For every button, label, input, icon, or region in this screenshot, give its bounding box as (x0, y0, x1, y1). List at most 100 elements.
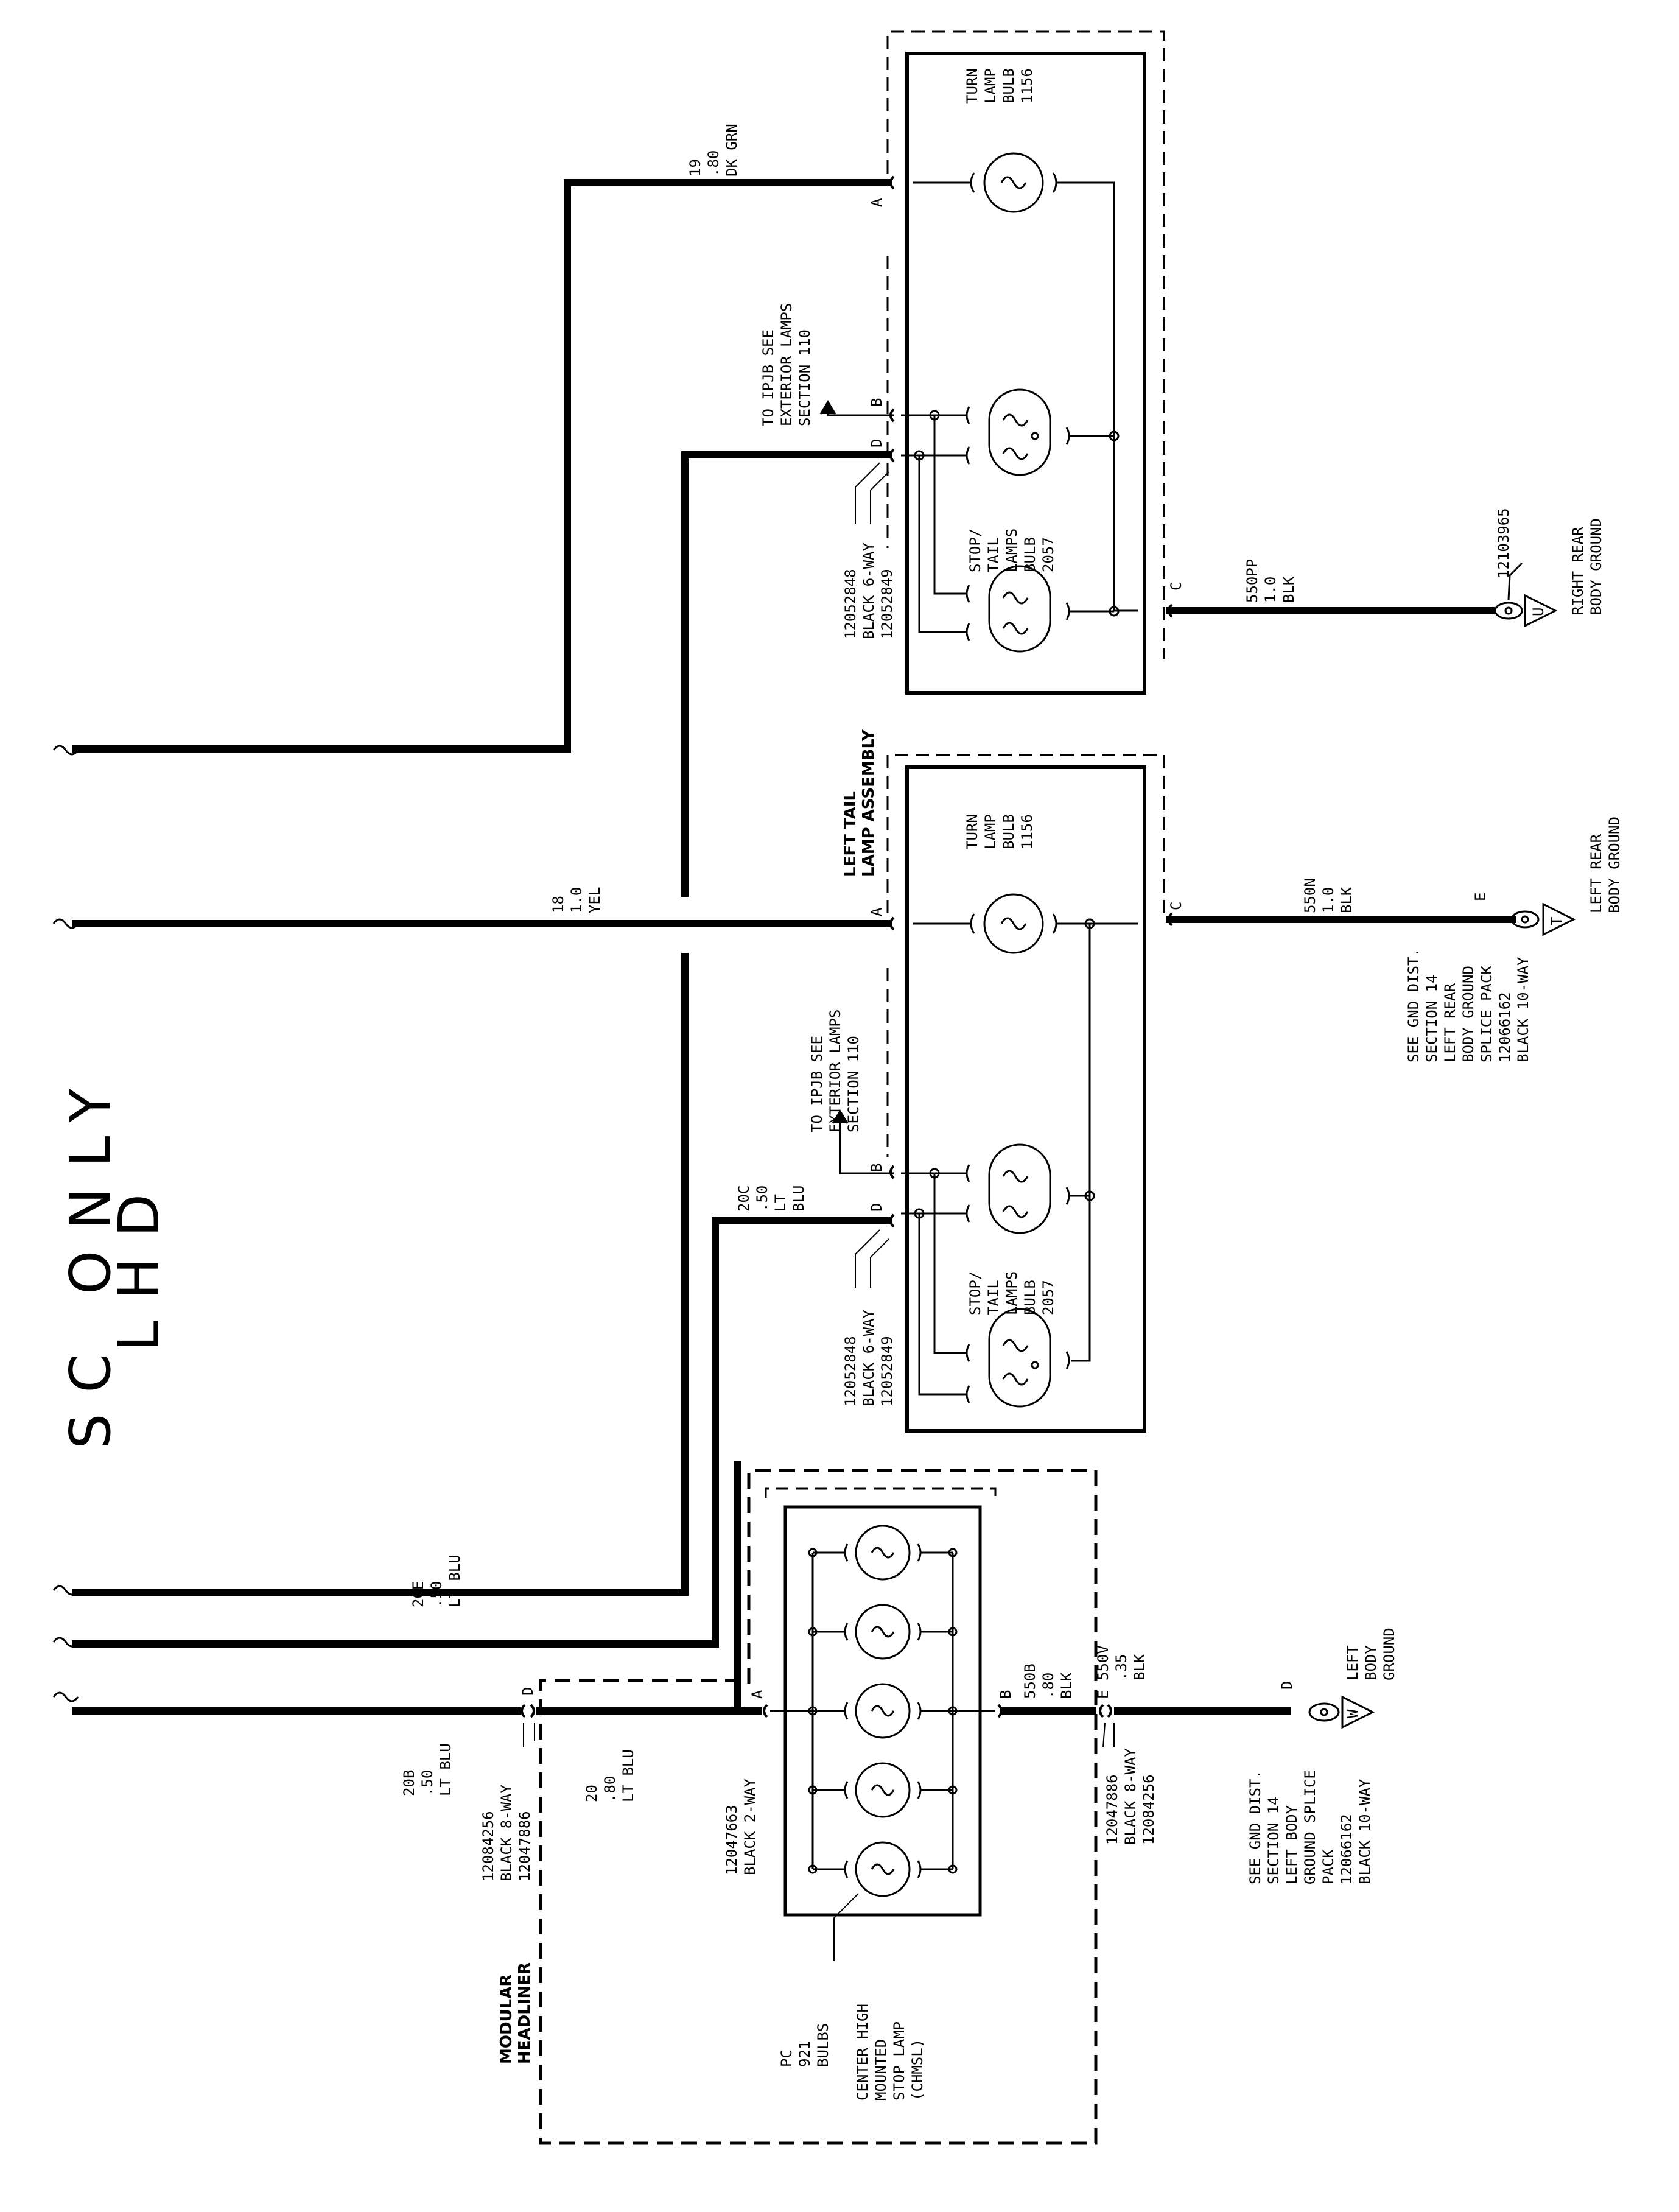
svg-text:BLK: BLK (1131, 1654, 1148, 1680)
svg-text:SEE GND DIST.: SEE GND DIST. (1405, 948, 1422, 1062)
svg-text:BULB: BULB (1000, 68, 1017, 104)
svg-text:12052848: 12052848 (842, 569, 859, 639)
svg-text:LEFT REAR: LEFT REAR (1588, 834, 1605, 913)
svg-text:STOP LAMP: STOP LAMP (891, 2021, 908, 2101)
rt-connector-6way-label: 12052848 BLACK 6-WAY 12052849 (842, 542, 896, 639)
svg-text:12066162: 12066162 (1338, 1814, 1355, 1884)
ground-d-pin: D (1278, 1681, 1295, 1690)
svg-text:BLACK 6-WAY: BLACK 6-WAY (860, 1310, 877, 1406)
wire-20c-label: 20C .50 LT BLU (735, 1185, 807, 1212)
wire-550b-label: 550B .80 BLK (1022, 1663, 1075, 1699)
svg-text:1156: 1156 (1018, 68, 1036, 104)
lt-pin-b: B (868, 1164, 885, 1172)
svg-text:BULB: BULB (1000, 814, 1017, 849)
svg-text:.35: .35 (1113, 1654, 1130, 1680)
right-tail-lamp-assembly: A B D C TURN LAMP BULB 1156 (687, 30, 1297, 695)
connector-8way-a-label: 12084256 BLACK 8-WAY 12047886 (480, 1785, 533, 1881)
left-body-ground-label: LEFT BODY GROUND (1344, 1627, 1398, 1680)
gnd-note-lower: SEE GND DIST. SECTION 14 LEFT BODY GROUN… (1247, 1770, 1373, 1884)
svg-text:BLU: BLU (790, 1185, 807, 1212)
svg-text:BLK: BLK (1280, 576, 1297, 603)
wire-20e-lt-blu (72, 953, 689, 1596)
rt-stop-tail-label: STOP/ TAIL LAMPS BULB 2057 (967, 528, 1057, 572)
svg-text:TURN: TURN (964, 814, 981, 849)
svg-text:GROUND SPLICE: GROUND SPLICE (1302, 1770, 1319, 1884)
svg-text:GROUND: GROUND (1381, 1627, 1398, 1680)
left-tail-lamp-assembly: LEFT TAIL LAMP ASSEMBLY A B D C TURN LAM… (550, 729, 1355, 1433)
svg-text:TURN: TURN (964, 68, 981, 104)
svg-text:TAIL: TAIL (985, 1280, 1002, 1315)
lt-stop-tail-bulbs (901, 1143, 1095, 1408)
svg-text:LAMPS: LAMPS (1003, 1271, 1020, 1315)
rt-to-ipjb-arrow (819, 400, 894, 416)
svg-text:BODY GROUND: BODY GROUND (1606, 816, 1623, 913)
rt-pin-d: D (868, 439, 885, 448)
wire-19-dk-grn (72, 179, 892, 753)
chmsl-dashed-top (765, 1487, 997, 1498)
svg-text:BLK: BLK (1338, 887, 1355, 913)
left-rear-ground-label: LEFT REAR BODY GROUND (1588, 816, 1623, 913)
left-body-ground: W D LEFT BODY GROUND SEE GND DIST. SECTI… (1247, 1627, 1398, 1884)
svg-text:.80: .80 (1040, 1673, 1057, 1699)
svg-text:BULB: BULB (1022, 1280, 1039, 1315)
lt-pin-c: C (1168, 902, 1185, 910)
svg-text:LAMPS: LAMPS (1003, 528, 1020, 572)
right-rear-ground: U 12103965 RIGHT REAR BODY GROUND (1494, 508, 1605, 628)
svg-text:12066162: 12066162 (1496, 992, 1513, 1062)
lt-to-ipjb-arrow (832, 1109, 894, 1174)
chmsl-bulb (855, 1762, 911, 1818)
rt-to-ipjb-label: TO IPJB SEE EXTERIOR LAMPS SECTION 110 (760, 303, 813, 426)
svg-text:RIGHT REAR: RIGHT REAR (1569, 527, 1586, 615)
svg-text:BLACK 10-WAY: BLACK 10-WAY (1515, 957, 1532, 1062)
lt-pin-a: A (868, 907, 885, 916)
chmsl-pin-a: A (749, 1690, 766, 1699)
svg-text:1.0: 1.0 (568, 887, 585, 913)
svg-text:MOUNTED: MOUNTED (872, 2039, 889, 2101)
svg-text:HEADLINER: HEADLINER (516, 1962, 534, 2064)
wire-20c-lt-blu (72, 1217, 892, 1648)
svg-text:STOP/: STOP/ (967, 1271, 984, 1315)
svg-text:12084256: 12084256 (480, 1811, 497, 1881)
svg-text:550B: 550B (1022, 1663, 1039, 1699)
svg-text:1156: 1156 (1018, 814, 1036, 849)
right-tail-dashed-outline (886, 30, 1165, 659)
title-block: SC ONLY LHD (58, 1068, 172, 1449)
svg-text:LT: LT (772, 1194, 789, 1212)
ground-u-pin: U (1530, 608, 1547, 616)
svg-text:LAMP: LAMP (982, 68, 999, 104)
svg-text:LEFT REAR: LEFT REAR (1442, 983, 1459, 1062)
svg-text:BODY: BODY (1362, 1645, 1379, 1680)
svg-text:SPLICE PACK: SPLICE PACK (1478, 966, 1495, 1062)
svg-text:LT BLU: LT BLU (437, 1743, 454, 1796)
svg-text:CENTER HIGH: CENTER HIGH (854, 2004, 871, 2101)
connector-8way-b-leader (1102, 1722, 1115, 1748)
svg-text:TO IPJB SEE: TO IPJB SEE (808, 1036, 825, 1132)
modular-headliner: MODULAR HEADLINER PC 921 BULBS CENTER HI… (497, 1469, 1157, 2145)
rt-turn-lamp-bulb (913, 152, 1138, 612)
svg-text:20C: 20C (735, 1185, 752, 1212)
lt-pin-d: D (868, 1203, 885, 1212)
rt-pin-b: B (868, 398, 885, 407)
ground-t-pin: T (1548, 917, 1565, 925)
wire-550v-label: 550V .35 BLK (1095, 1645, 1148, 1680)
svg-text:BODY GROUND: BODY GROUND (1460, 966, 1477, 1062)
svg-text:550N: 550N (1302, 878, 1319, 913)
svg-text:EXTERIOR LAMPS: EXTERIOR LAMPS (827, 1009, 844, 1132)
chmsl-leader (833, 1893, 859, 1961)
wire-20b-label: 20B .50 LT BLU (401, 1743, 454, 1796)
svg-text:20E: 20E (410, 1581, 427, 1607)
svg-text:12052849: 12052849 (878, 569, 896, 639)
headliner-pin-d: D (519, 1687, 536, 1696)
svg-text:LAMP: LAMP (982, 814, 999, 849)
chmsl-pin-e: E (1095, 1690, 1112, 1699)
svg-text:12047886: 12047886 (516, 1811, 533, 1881)
right-tail-lamp-body (905, 52, 1146, 695)
left-tail-title: LEFT TAIL LAMP ASSEMBLY (841, 729, 878, 877)
title-sc-only: SC ONLY (58, 1068, 123, 1449)
chmsl-bulb (855, 1841, 911, 1897)
svg-text:.80: .80 (705, 150, 722, 177)
svg-text:MODULAR: MODULAR (497, 1975, 516, 2064)
lt-turn-lamp-bulb (913, 893, 1138, 1362)
svg-text:921: 921 (796, 2041, 813, 2067)
